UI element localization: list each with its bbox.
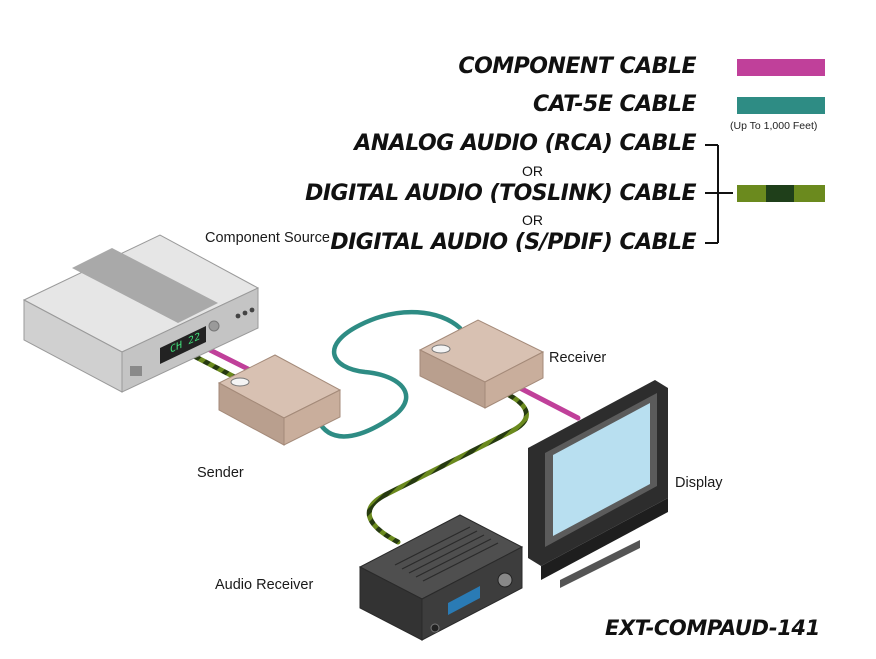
display-label: Display (675, 475, 723, 491)
model-number: EXT-COMPAUD-141 (605, 616, 820, 640)
component-source-label: Component Source (205, 230, 330, 246)
component-source-device (22, 234, 260, 393)
analog-audio-rca-cable-label: ANALOG AUDIO (RCA) CABLE (354, 131, 696, 156)
cat5e-cable-swatch (737, 97, 825, 114)
or-separator: OR (522, 163, 543, 179)
cat5e-distance-note: (Up To 1,000 Feet) (730, 120, 818, 132)
receiver-label: Receiver (549, 350, 607, 366)
digital-audio-toslink-cable-label: DIGITAL AUDIO (TOSLINK) CABLE (305, 181, 696, 206)
component-cable-receiver-to-display (517, 385, 581, 421)
display-device (528, 380, 668, 588)
audio-cable-swatch (737, 185, 825, 202)
or-separator: OR (522, 212, 543, 228)
audio-receiver-device (358, 514, 524, 641)
receiver-device (418, 319, 545, 409)
cat5e-cable-sender-to-receiver (315, 309, 463, 439)
sender-device (217, 354, 342, 446)
audio-receiver-label: Audio Receiver (215, 577, 314, 593)
cat5e-cable-label: CAT-5E CABLE (533, 92, 696, 117)
audio-cable-receiver-to-audio-receiver (366, 390, 529, 545)
component-cable-label: COMPONENT CABLE (458, 54, 696, 79)
audio-options-bracket (705, 144, 733, 244)
digital-audio-spdif-cable-label: DIGITAL AUDIO (S/PDIF) CABLE (330, 230, 696, 255)
sender-label: Sender (197, 465, 244, 481)
component-cable-swatch (737, 59, 825, 76)
